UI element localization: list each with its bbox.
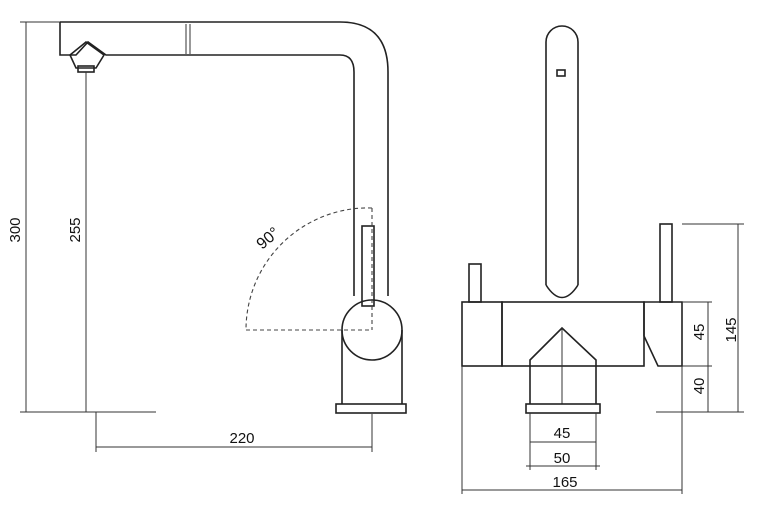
front-spout-joint [545,284,579,299]
front-body-main [501,301,645,367]
rotation-arc [245,207,373,331]
spout-nozzle [77,65,95,73]
body-column [341,330,403,404]
front-right-lever [659,223,673,303]
rotation-angle-label: 90° [254,224,283,253]
dim-label-45-base: 45 [554,425,571,442]
front-base-plate [525,403,601,414]
front-body-left-cap [461,301,503,367]
front-view: 145 45 40 45 50 165 [461,25,744,494]
front-spout-column [545,42,579,285]
dim-label-300: 300 [7,217,24,242]
front-spout-top [545,25,579,43]
dim-label-145: 145 [723,317,740,342]
dim-label-220: 220 [229,430,254,447]
side-view: 90° 300 255 220 [7,21,407,452]
dim-label-45-upper: 45 [691,324,708,341]
dim-label-50: 50 [554,450,571,467]
handle-lever [361,225,375,307]
dim-label-40: 40 [691,378,708,395]
front-left-lever [468,263,482,303]
spout-head [69,40,106,69]
front-body-right-cap [643,301,683,367]
front-spout-nozzle [556,69,566,77]
dim-label-255: 255 [67,217,84,242]
dim-label-165: 165 [552,474,577,491]
base-plate [335,403,407,414]
spout-arm [59,21,389,296]
